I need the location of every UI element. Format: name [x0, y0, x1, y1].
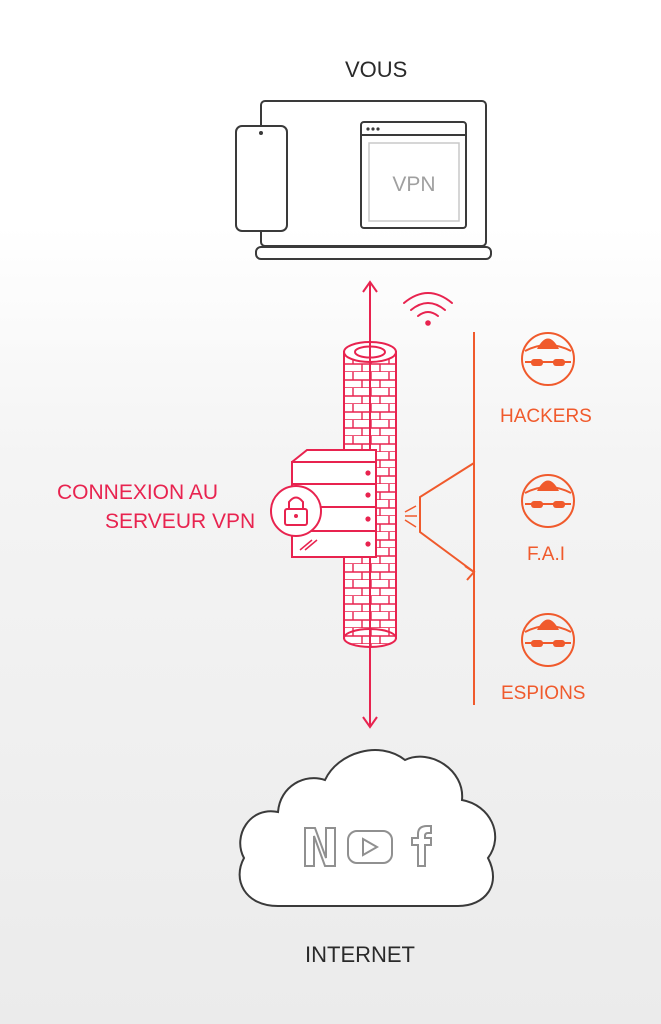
- spy-icon-fai: [521, 474, 575, 528]
- wifi-icon: [403, 292, 453, 326]
- spy-icon-hackers: [521, 332, 575, 386]
- vpn-window: VPN: [360, 121, 467, 229]
- you-label: VOUS: [345, 57, 408, 82]
- threat-label-fai: F.A.I: [527, 544, 566, 565]
- threat-label-hackers: HACKERS: [500, 406, 592, 427]
- threat-label-espions: ESPIONS: [501, 683, 586, 704]
- cloud-icon: [238, 749, 497, 907]
- spy-icon-espions: [521, 613, 575, 667]
- threat-wedge: [404, 332, 476, 705]
- internet-label: INTERNET: [305, 942, 415, 967]
- server-label-line1: CONNEXION AU: [57, 481, 219, 504]
- youtube-icon: [347, 830, 393, 864]
- lock-icon: [270, 485, 322, 537]
- vpn-window-label: VPN: [392, 173, 435, 196]
- facebook-icon: [411, 825, 432, 867]
- netflix-icon: [304, 827, 336, 867]
- phone-icon: [235, 125, 288, 232]
- server-label-line2: SERVEUR VPN: [105, 510, 256, 533]
